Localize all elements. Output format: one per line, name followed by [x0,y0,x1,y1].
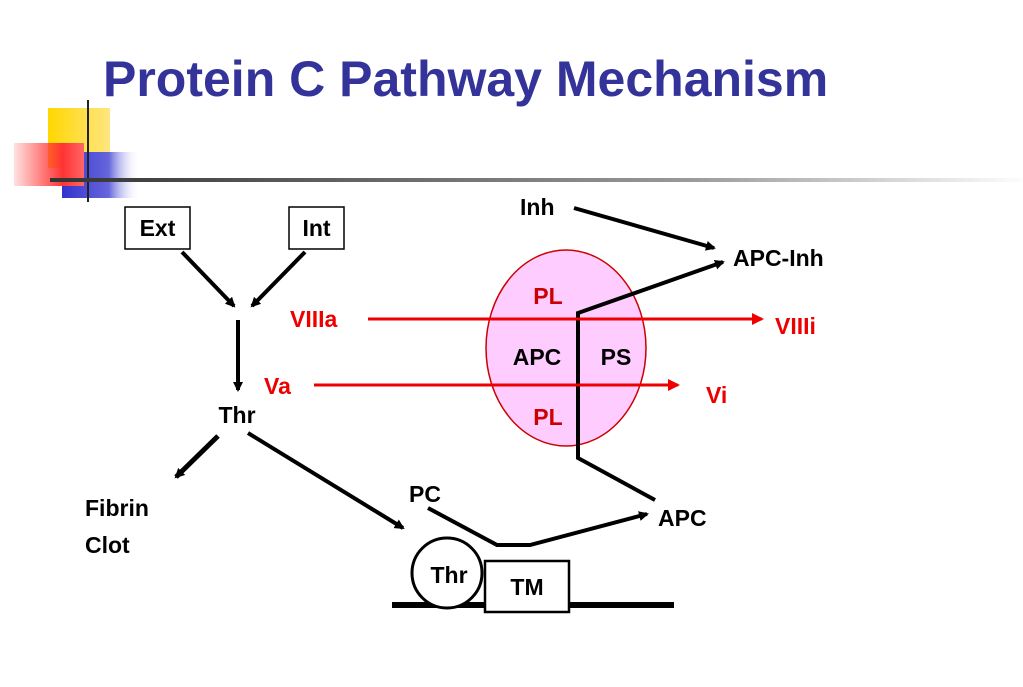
va-label: Va [264,373,291,399]
tm-box [483,559,571,614]
thrombin-circle [410,536,484,610]
corner-decoration [14,100,1023,202]
phospholipid-membrane [485,249,647,447]
vi-label: Vi [706,382,727,408]
apc-center-label: APC [513,344,562,370]
pc-label: PC [409,481,441,507]
arrow-thr-to-fibrin [174,434,220,479]
int-box [288,206,345,250]
inh-label: Inh [520,194,555,220]
arrow-pc-to-apc [427,506,649,547]
ps-label: PS [601,344,632,370]
villi-label: VIIIi [775,313,816,339]
arrow-ext-down [180,250,236,308]
page-title: Protein C Pathway Mechanism [103,51,829,107]
fibrin-label: Fibrin [85,495,149,521]
pl-bottom-label: PL [533,404,562,430]
arrow-inh-to-apc-inh [573,206,716,251]
arrow-thr-to-complex [246,431,405,530]
apc-product-label: APC [658,505,707,531]
clot-label-text: Clot [85,532,130,558]
ext-label: Ext [140,215,176,241]
villa-label: VIIIa [290,306,338,332]
tm-label: TM [510,574,543,600]
arrow-int-down [250,250,307,308]
pl-top-label: PL [533,283,562,309]
title-rule [50,178,1023,182]
thr-bound-label: Thr [430,562,467,588]
apc-inh-label: APC-Inh [733,245,824,271]
thr-label: Thr [218,402,255,428]
ext-box [124,206,191,250]
int-label: Int [302,215,330,241]
